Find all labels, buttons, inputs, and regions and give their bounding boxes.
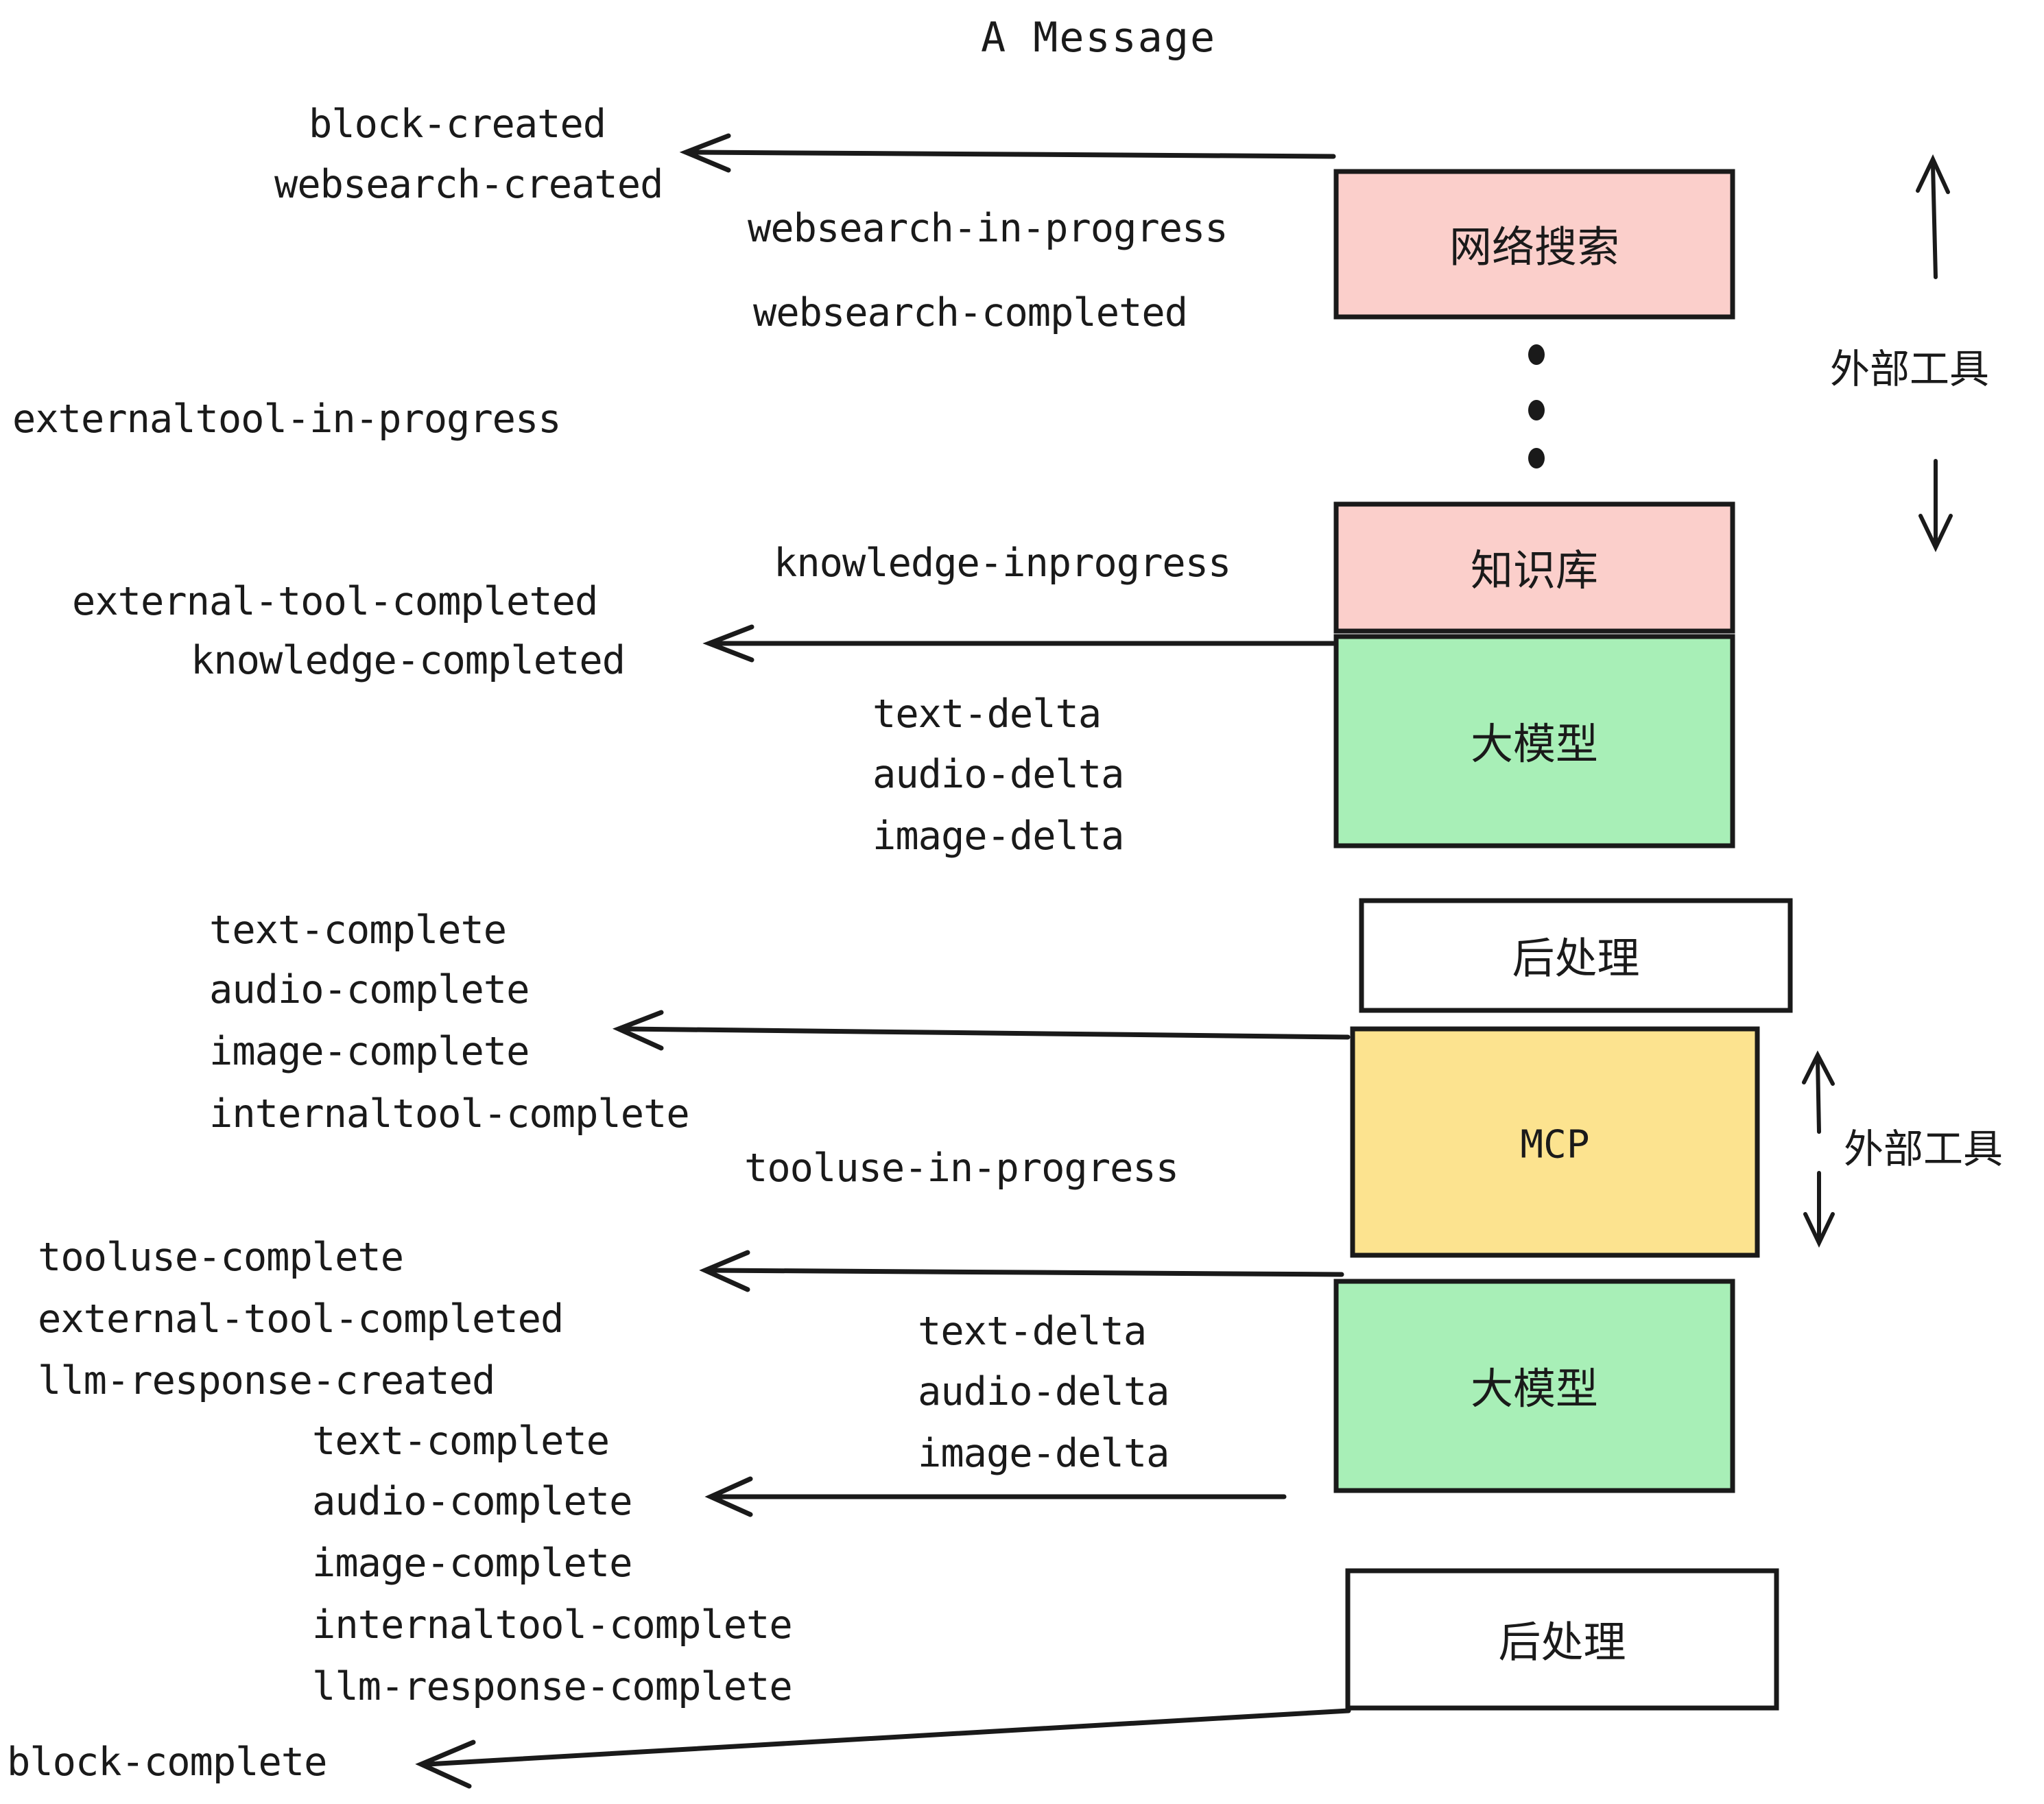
- external-tool-bracket-top: [1916, 154, 1953, 552]
- event-label-websearch-in-progress: websearch-in-progress: [748, 206, 1228, 251]
- side-label-external-tools-top: 外部工具: [1830, 346, 1989, 392]
- event-label-audio-delta-2: audio-delta: [918, 1369, 1169, 1414]
- node-box-label-mcp: MCP: [1520, 1123, 1589, 1167]
- node-box-rect-websearch: [1333, 169, 1735, 320]
- node-box-rect-mcp: [1350, 1026, 1760, 1258]
- arrow-postprocess-to-events: [612, 1010, 1351, 1051]
- external-tool-bracket-bottom: [1802, 1050, 1835, 1248]
- event-label-text-complete-1: text-complete: [209, 907, 506, 953]
- node-box-mcp[interactable]: MCP: [1350, 1026, 1760, 1258]
- side-label-external-tools-bottom: 外部工具: [1844, 1126, 2003, 1172]
- arrow-llm-bottom-to-events: [704, 1476, 1287, 1517]
- node-box-label-post-top: 后处理: [1512, 934, 1639, 984]
- node-box-label-llm-top: 大模型: [1471, 719, 1598, 769]
- page-title: A Message: [981, 14, 1216, 62]
- node-box-post-top[interactable]: 后处理: [1359, 898, 1793, 1013]
- event-label-knowledge-completed: knowledge-completed: [191, 638, 625, 683]
- event-label-text-delta-2: text-delta: [918, 1309, 1146, 1354]
- event-label-llm-response-created: llm-response-created: [38, 1358, 495, 1403]
- connector-arrows-group: [415, 133, 1351, 1789]
- event-labels-group: block-created websearch-created websearch-…: [7, 102, 1231, 1785]
- event-label-text-complete-2: text-complete: [312, 1419, 609, 1464]
- node-box-llm-bottom[interactable]: 大模型: [1333, 1279, 1735, 1493]
- event-label-audio-complete-2: audio-complete: [312, 1479, 632, 1524]
- ellipsis-dot-3: [1528, 448, 1545, 468]
- event-label-external-tool-completed-1: external-tool-completed: [72, 579, 597, 624]
- node-box-label-llm-bottom: 大模型: [1471, 1364, 1598, 1414]
- event-label-image-complete-2: image-complete: [312, 1541, 632, 1586]
- event-label-audio-delta-1: audio-delta: [872, 752, 1124, 797]
- node-box-rect-post-top: [1359, 898, 1793, 1013]
- node-box-llm-top[interactable]: 大模型: [1333, 634, 1735, 848]
- event-label-llm-response-complete: llm-response-complete: [312, 1664, 792, 1709]
- node-box-rect-llm-bottom: [1333, 1279, 1735, 1493]
- arrow-websearch-to-events: [679, 133, 1336, 173]
- node-box-websearch[interactable]: 网络搜索: [1333, 169, 1735, 320]
- event-label-audio-complete-1: audio-complete: [209, 967, 529, 1012]
- node-box-label-knowledge: 知识库: [1471, 545, 1598, 595]
- event-label-tooluse-in-progress: tooluse-in-progress: [744, 1146, 1178, 1191]
- node-box-label-post-bottom: 后处理: [1498, 1617, 1626, 1667]
- vertical-ellipsis-icon: [1528, 344, 1545, 468]
- event-label-image-delta-2: image-delta: [918, 1431, 1169, 1476]
- node-box-label-websearch: 网络搜索: [1449, 222, 1619, 272]
- node-box-rect-knowledge: [1333, 501, 1735, 634]
- arrow-mcp-to-events: [699, 1250, 1344, 1292]
- ellipsis-dot-1: [1528, 344, 1545, 365]
- event-label-knowledge-inprogress: knowledge-inprogress: [774, 541, 1231, 586]
- arrow-knowledge-to-events: [702, 624, 1338, 663]
- event-label-image-complete-1: image-complete: [209, 1029, 529, 1074]
- event-label-internaltool-complete-2: internaltool-complete: [312, 1602, 792, 1648]
- event-label-text-delta-1: text-delta: [872, 691, 1101, 737]
- event-label-image-delta-1: image-delta: [872, 814, 1124, 859]
- event-label-websearch-created: websearch-created: [274, 162, 663, 207]
- event-label-tooluse-complete: tooluse-complete: [38, 1235, 403, 1280]
- event-label-block-complete: block-complete: [7, 1740, 326, 1785]
- event-label-externaltool-in-progress: externaltool-in-progress: [12, 396, 561, 442]
- event-label-websearch-completed: websearch-completed: [753, 290, 1187, 335]
- event-label-external-tool-completed-2: external-tool-completed: [38, 1296, 563, 1342]
- node-box-rect-llm-top: [1333, 634, 1735, 848]
- node-box-rect-post-bottom: [1345, 1568, 1779, 1711]
- arrow-postprocess-bottom-to-block-complete: [415, 1708, 1351, 1789]
- node-box-knowledge[interactable]: 知识库: [1333, 501, 1735, 634]
- ellipsis-dot-2: [1528, 400, 1545, 420]
- node-box-post-bottom[interactable]: 后处理: [1345, 1568, 1779, 1711]
- event-label-internaltool-complete-1: internaltool-complete: [209, 1091, 689, 1137]
- event-label-block-created: block-created: [309, 102, 606, 147]
